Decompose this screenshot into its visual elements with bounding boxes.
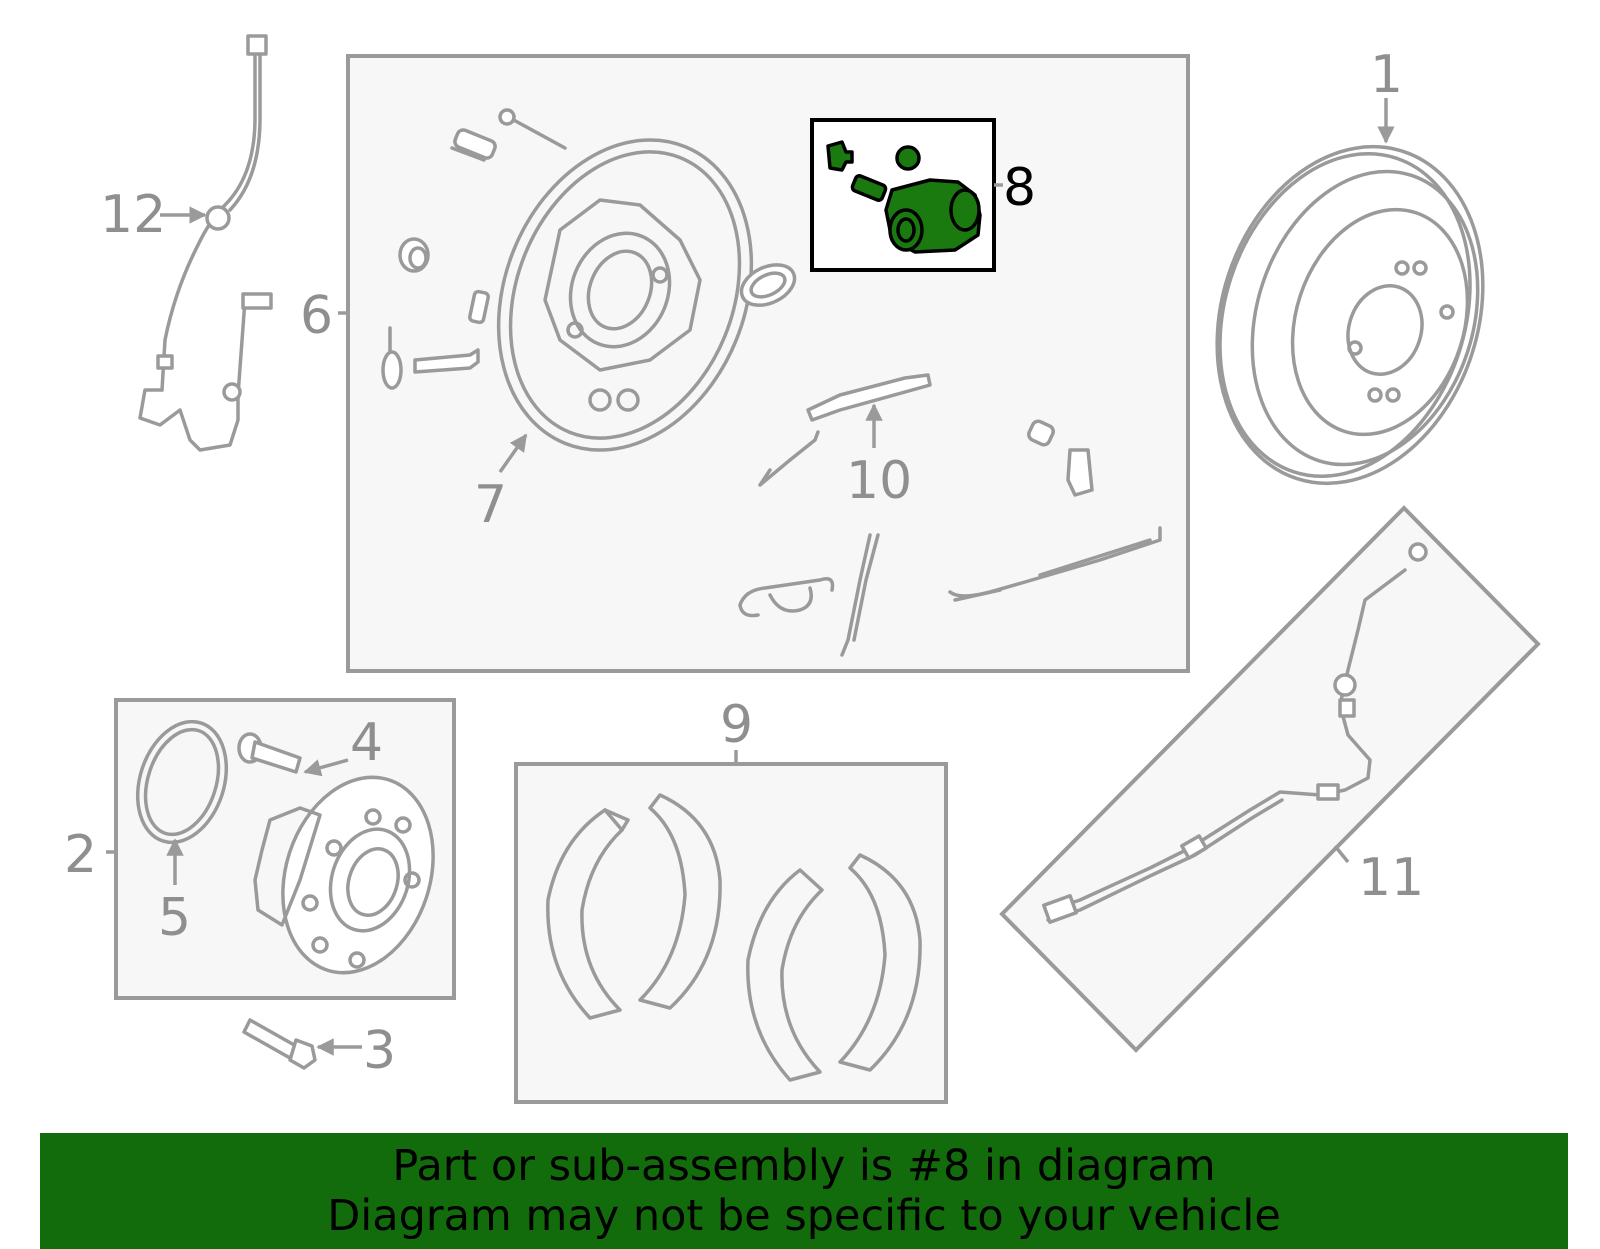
part-3-bolt[interactable] (242, 1018, 317, 1070)
callout-4: 4 (350, 713, 383, 773)
callout-2: 2 (64, 825, 97, 885)
part-11-brake-hose[interactable] (1042, 542, 1428, 924)
part-1-brake-drum[interactable] (1175, 112, 1525, 518)
callout-11: 11 (1358, 848, 1424, 908)
part-6-small-hardware[interactable] (381, 108, 1162, 657)
info-banner: Part or sub-assembly is #8 in diagram Di… (40, 1133, 1568, 1249)
callout-1: 1 (1370, 45, 1403, 105)
part-4-wheel-stud[interactable] (237, 732, 302, 774)
callout-10: 10 (846, 451, 912, 511)
group-box-9 (514, 762, 948, 1104)
part-7-backing-plate[interactable] (454, 102, 796, 489)
part-2-hub-bearing[interactable] (253, 758, 457, 993)
part-8-wheel-cylinder[interactable] (826, 140, 982, 254)
part-9-brake-shoes[interactable] (546, 793, 922, 1082)
callout-9: 9 (720, 695, 753, 755)
callout-12: 12 (100, 185, 166, 245)
banner-line-1: Part or sub-assembly is #8 in diagram (392, 1141, 1216, 1191)
callout-7: 7 (474, 475, 507, 535)
callout-3: 3 (363, 1021, 396, 1081)
callout-6: 6 (300, 286, 333, 346)
banner-line-2: Diagram may not be specific to your vehi… (327, 1191, 1281, 1241)
part-12-speed-sensor[interactable] (138, 34, 273, 452)
leader-lines (106, 98, 1395, 1056)
part-5-tone-ring[interactable] (123, 710, 241, 854)
group-box-11 (999, 505, 1541, 1053)
callout-8: 8 (1003, 158, 1036, 218)
callout-5: 5 (158, 888, 191, 948)
